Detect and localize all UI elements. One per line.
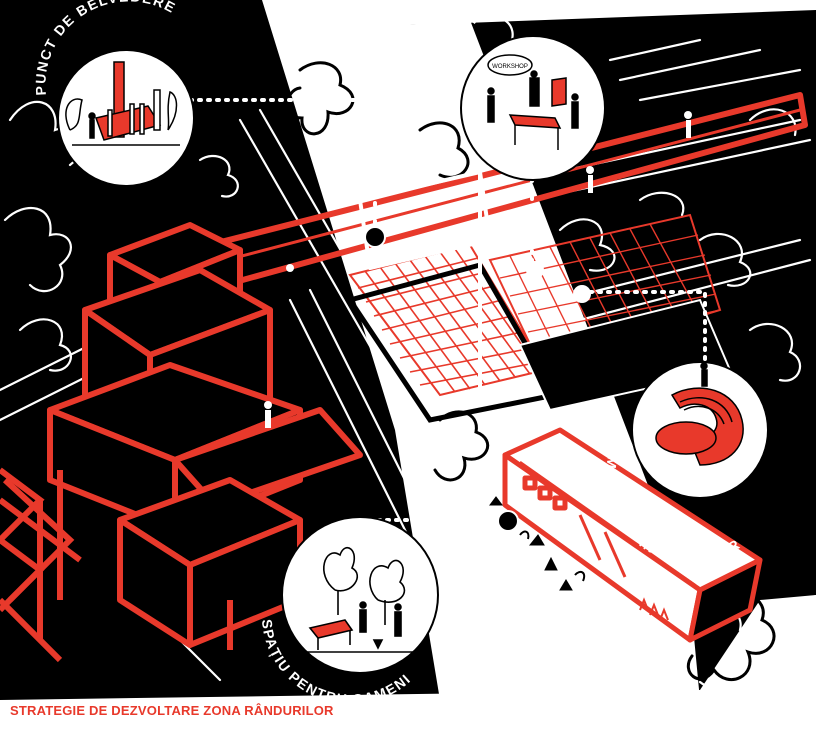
bubble-oameni: SPAȚIU PENTRU OAMENI [259,516,439,707]
workshop-icon: WORKSHOP [487,54,579,150]
people-park-icon [300,546,420,653]
red-figures [639,597,669,621]
workshop-sign-text: WORKSHOP [492,64,528,70]
dotted-connectors [188,98,707,522]
amphitheatre-icon [655,362,744,466]
tower-building [47,222,363,650]
lattice-structure [0,467,82,663]
caption-title: STRATEGIE DE DEZVOLTARE ZONA RÂNDURILOR [10,703,334,718]
caption-strip [0,700,816,733]
belvedere-tower-icon [65,61,180,146]
white-figures [264,111,692,428]
community-building [502,427,763,643]
connector-nodes [364,226,591,532]
